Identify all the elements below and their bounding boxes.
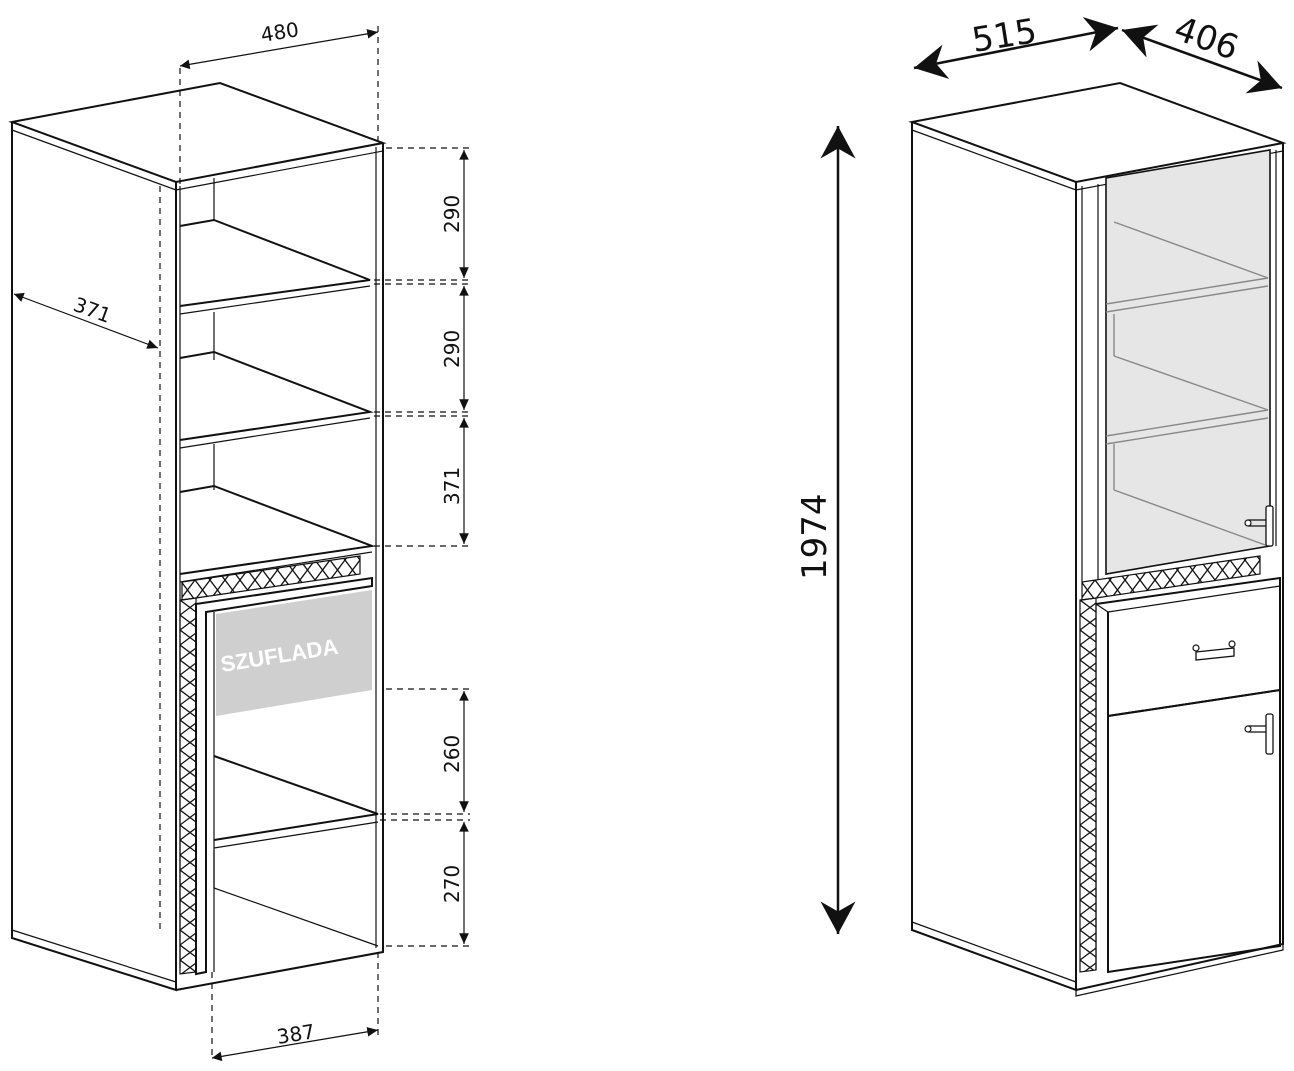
drawer: SZUFLADA (195, 576, 373, 976)
left-right-panel (175, 143, 384, 991)
glass-shelf-2 (1105, 355, 1269, 445)
dim-depth-value: 406 (1169, 9, 1244, 69)
dim-bottom-width: 387 (211, 952, 379, 1062)
dim-side-depth: 371 (13, 186, 161, 930)
glass-shelf-1 (1105, 221, 1269, 313)
dim-bottom-width-value: 387 (275, 1019, 316, 1049)
dim-shelf-gap-2: 290 (440, 330, 464, 368)
dim-vertical-shelves: 290 290 371 260 270 (374, 147, 470, 947)
lower-door (1107, 688, 1281, 974)
dim-width-value: 515 (969, 11, 1039, 61)
right-decorative-band (1081, 555, 1261, 601)
shelf-1 (179, 218, 371, 360)
dim-height-value: 1974 (795, 493, 835, 580)
right-decorative-strip (1079, 597, 1097, 973)
lower-door-handle-icon (1244, 713, 1274, 755)
dim-lower-gap-2: 270 (440, 865, 464, 903)
dim-width-515: 515 (913, 11, 1119, 79)
dim-lower-gap-1: 260 (440, 735, 464, 773)
decorative-side-strip (179, 597, 197, 975)
dim-shelf-gap-3: 371 (440, 467, 464, 505)
dim-side-depth-value: 371 (70, 292, 114, 328)
drawer-highlight (216, 590, 372, 716)
dim-shelf-gap-1: 290 (440, 195, 464, 233)
door-handle-upper (1244, 505, 1274, 547)
dim-height-1974: 1974 (795, 126, 856, 934)
dim-top-width: 480 (179, 17, 379, 186)
left-cabinet-view: SZUFLADA 480 371 387 (8, 17, 470, 1062)
drawer-handle-icon (1192, 640, 1236, 661)
left-side-panel (11, 122, 177, 992)
right-side-panel (911, 122, 1077, 992)
dim-depth-406: 406 (1121, 9, 1283, 94)
left-top-panel (8, 81, 387, 184)
right-cabinet-view: 515 406 1974 (795, 9, 1287, 997)
glass-shelf-3 (1113, 314, 1269, 547)
decorative-band (181, 555, 361, 601)
shelf-2 (179, 350, 374, 490)
lower-shelf (213, 755, 379, 888)
drawer-front (1095, 576, 1281, 970)
dim-top-width-value: 480 (259, 17, 300, 47)
shelf-3 (179, 484, 376, 583)
